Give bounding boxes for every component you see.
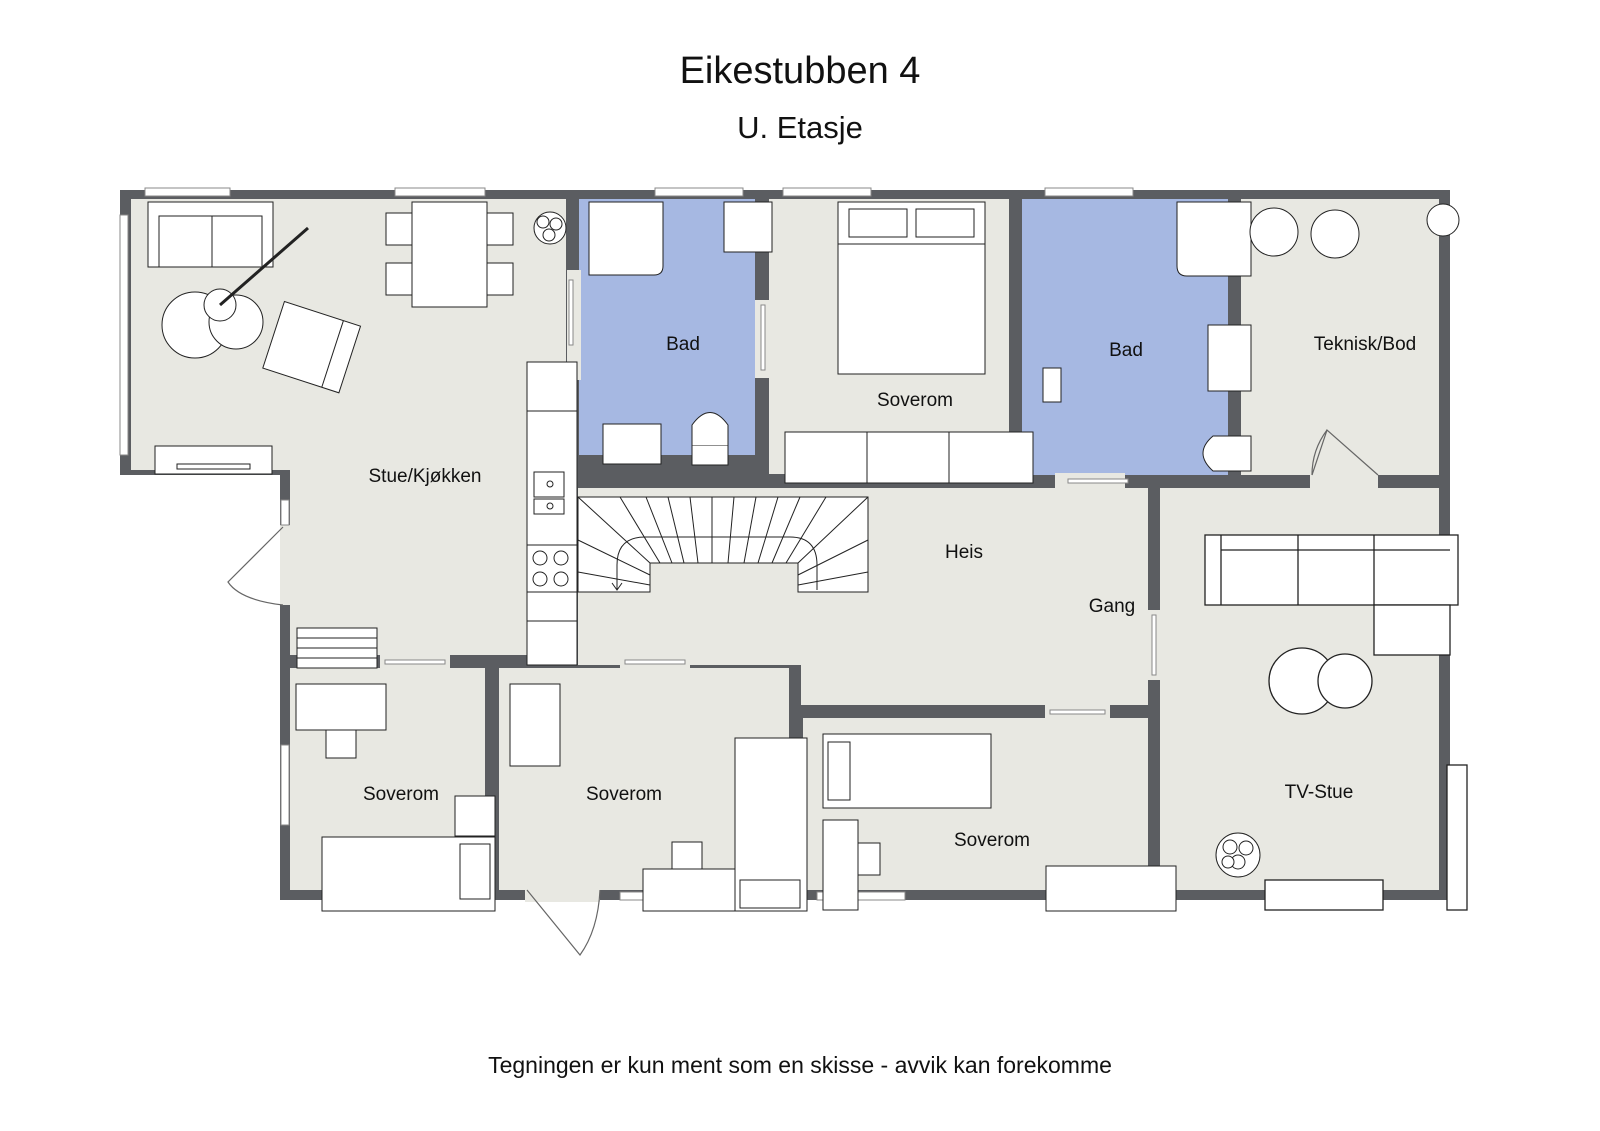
staircase — [577, 496, 869, 593]
label-teknisk-bod: Teknisk/Bod — [1314, 334, 1416, 355]
label-stue-kjokken: Stue/Kjøkken — [369, 466, 482, 487]
dining-table — [411, 201, 488, 308]
wardrobe — [784, 431, 1034, 484]
shower — [588, 201, 664, 276]
water-heaters — [1249, 203, 1460, 259]
single-bed — [822, 733, 992, 809]
plant-icon — [533, 211, 1261, 878]
label-heis: Heis — [945, 542, 983, 563]
washbasin — [602, 423, 662, 465]
bathroom-2-fixtures — [1042, 201, 1252, 472]
label-soverom-1: Soverom — [877, 390, 953, 411]
corner-sofa — [1204, 534, 1459, 606]
living-furniture — [147, 201, 578, 669]
bedroom-1-furniture — [784, 201, 1034, 484]
label-soverom-4: Soverom — [954, 830, 1030, 851]
shower — [1176, 201, 1252, 277]
label-bad-1: Bad — [666, 334, 700, 355]
sliding-doors — [384, 279, 1157, 715]
room-heis — [882, 497, 1020, 596]
label-soverom-3: Soverom — [586, 784, 662, 805]
desk — [642, 868, 736, 912]
tv-bench — [154, 445, 273, 475]
label-soverom-2: Soverom — [363, 784, 439, 805]
label-tv-stue: TV-Stue — [1285, 782, 1354, 803]
disclaimer: Tegningen er kun ment som en skisse - av… — [488, 1052, 1112, 1078]
swing-doors — [227, 428, 1379, 956]
toilet — [1202, 435, 1252, 472]
plan-title: Eikestubben 4 — [679, 50, 921, 92]
bathroom-1-fixtures — [588, 201, 773, 466]
toilet — [691, 444, 729, 466]
bedroom-furniture — [295, 683, 1177, 912]
room-labels: Stue/Kjøkken Bad Soverom Bad Teknisk/Bod… — [363, 334, 1416, 851]
stove-icon — [532, 550, 548, 566]
desk — [295, 683, 387, 731]
tv-bench — [1264, 879, 1384, 911]
cabinet — [1045, 865, 1177, 912]
label-gang: Gang — [1089, 596, 1135, 617]
label-bad-2: Bad — [1109, 340, 1143, 361]
desk — [822, 819, 859, 911]
towel-radiator — [1042, 367, 1062, 403]
floor-subtitle: U. Etasje — [737, 110, 863, 145]
washbasin — [1207, 324, 1252, 392]
tv-lounge-furniture — [1204, 534, 1468, 911]
armchair — [262, 300, 362, 394]
